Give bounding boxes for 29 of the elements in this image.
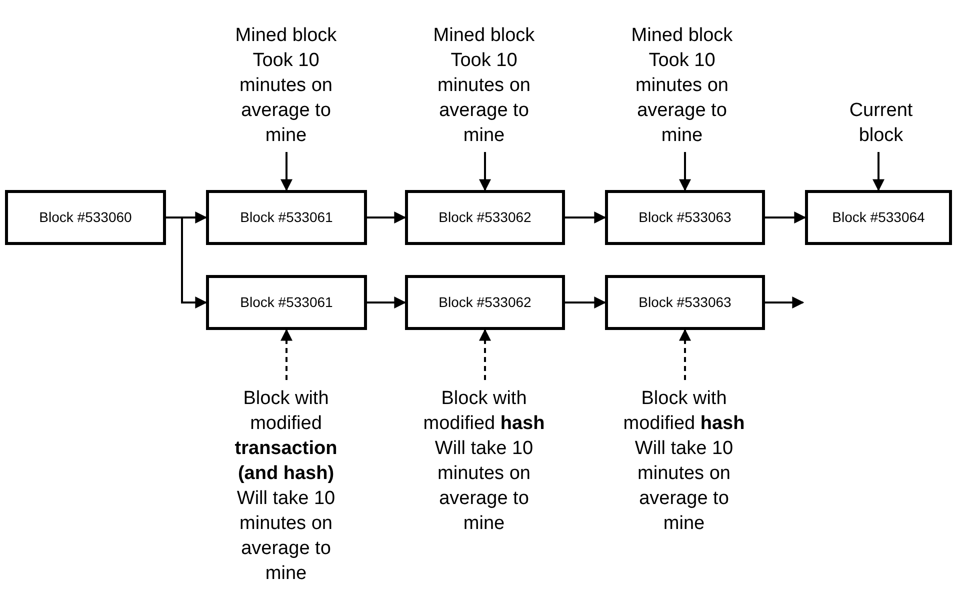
arrow bbox=[872, 152, 884, 192]
arrow bbox=[765, 212, 806, 224]
dashed-arrow bbox=[479, 328, 491, 380]
block-box: Block #533061 bbox=[206, 190, 367, 245]
block-box: Block #533063 bbox=[605, 190, 765, 245]
block-box: Block #533060 bbox=[5, 190, 166, 245]
block-box: Block #533062 bbox=[405, 190, 565, 245]
arrow bbox=[166, 216, 208, 308]
arrow bbox=[280, 152, 292, 192]
arrow bbox=[367, 296, 406, 308]
block-box: Block #533061 bbox=[206, 275, 367, 330]
annotation-text: Block with modified transaction (and hash) Will take 10 minutes on average to mine bbox=[221, 386, 351, 586]
annotation-text: Mined block Took 10 minutes on average to mine bbox=[424, 23, 544, 148]
block-box: Block #533062 bbox=[405, 275, 565, 330]
arrow bbox=[765, 296, 804, 308]
annotation-text: Current block bbox=[826, 98, 936, 148]
dashed-arrow bbox=[679, 328, 691, 380]
arrow bbox=[367, 212, 406, 224]
annotation-text: Mined block Took 10 minutes on average to mine bbox=[226, 23, 346, 148]
arrow bbox=[565, 212, 606, 224]
dashed-arrow bbox=[280, 328, 292, 380]
arrow bbox=[479, 152, 491, 192]
annotation-text: Block with modified hash Will take 10 minutes on average to mine bbox=[619, 386, 749, 536]
annotation-text: Block with modified hash Will take 10 minutes on average to mine bbox=[419, 386, 549, 536]
block-box: Block #533064 bbox=[805, 190, 952, 245]
block-box: Block #533063 bbox=[605, 275, 765, 330]
arrow bbox=[679, 152, 691, 192]
annotation-text: Mined block Took 10 minutes on average to mine bbox=[622, 23, 742, 148]
arrow bbox=[565, 296, 606, 308]
